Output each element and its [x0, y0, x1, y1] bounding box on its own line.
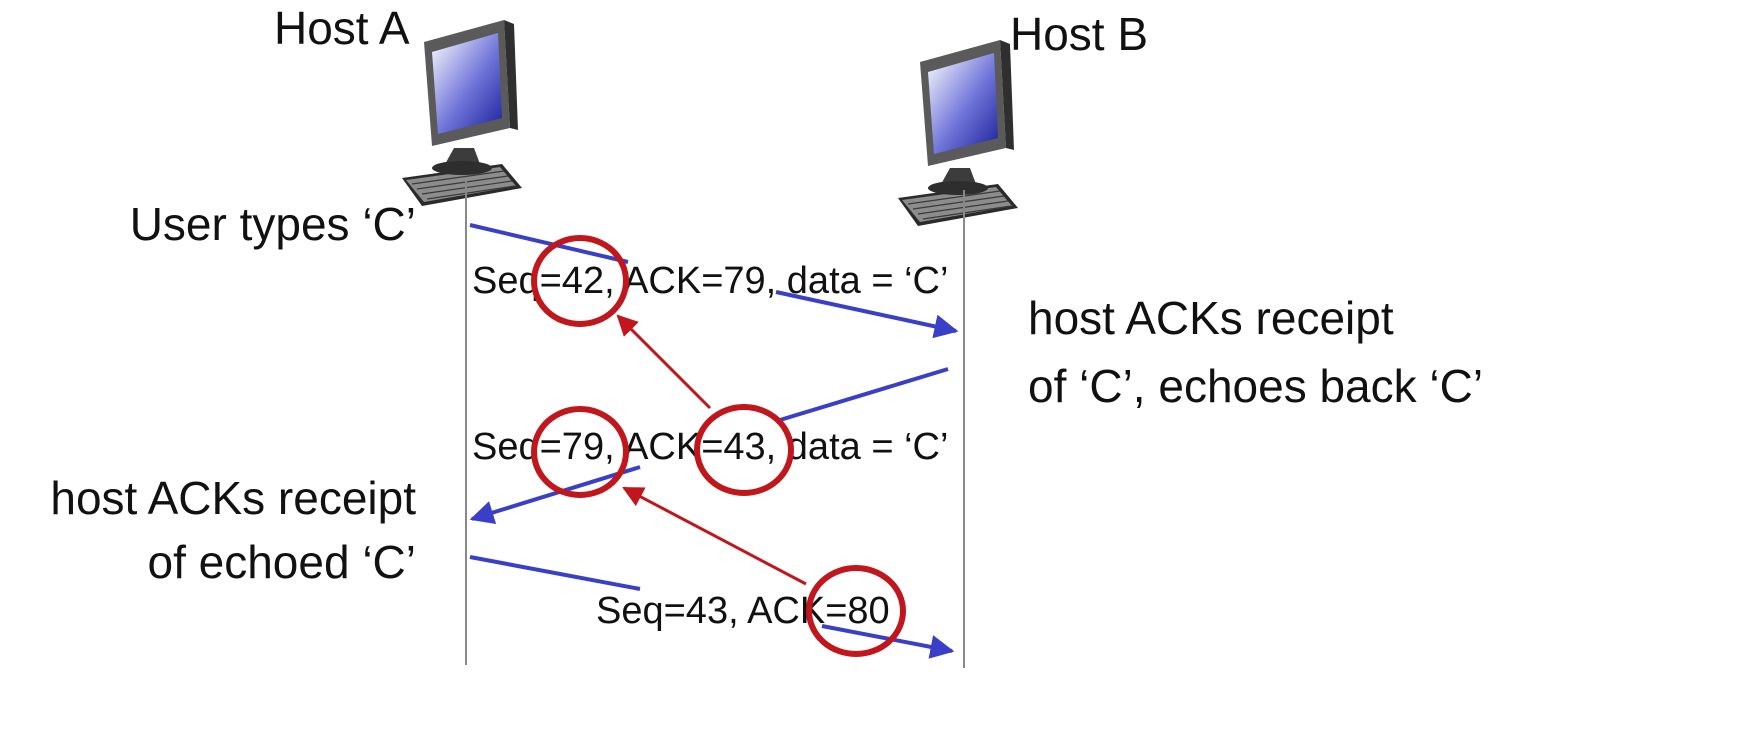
segment-1-arrow-end — [775, 290, 959, 339]
ack-43-to-seq-42-arrow — [616, 314, 712, 410]
segment-3-arrow-end — [821, 624, 955, 659]
segment-3-label: Seq=43, ACK=80 — [596, 590, 890, 632]
segment-1-label: Seq=42, ACK=79, data = ‘C’ — [472, 260, 948, 302]
segment-2-arrow-start — [779, 367, 949, 422]
desktop-computer-icon — [401, 19, 523, 207]
seq-42-highlight-circle — [531, 235, 629, 327]
host-a-label: Host A — [274, 2, 410, 54]
ack-43-highlight-circle — [694, 404, 794, 496]
host-b-label: Host B — [1010, 8, 1148, 60]
host-a-ack-annotation-line1: host ACKs receipt — [50, 472, 416, 524]
ack-80-to-seq-79-arrow — [622, 486, 807, 586]
ack-80-highlight-circle — [806, 565, 906, 657]
host-b-ack-annotation-line1: host ACKs receipt — [1028, 292, 1394, 344]
user-types-annotation: User types ‘C’ — [130, 198, 416, 250]
segment-2-arrow-end — [469, 465, 641, 525]
host-b-ack-annotation-line2: of ‘C’, echoes back ‘C’ — [1028, 360, 1483, 412]
desktop-computer-icon — [897, 39, 1019, 227]
seq-79-highlight-circle — [531, 406, 629, 498]
segment-2-label: Seq=79, ACK=43, data = ‘C’ — [472, 426, 948, 468]
segment-3-arrow-start — [469, 555, 641, 591]
segment-1-arrow-start — [469, 223, 629, 264]
host-a-ack-annotation-line2: of echoed ‘C’ — [148, 536, 417, 588]
